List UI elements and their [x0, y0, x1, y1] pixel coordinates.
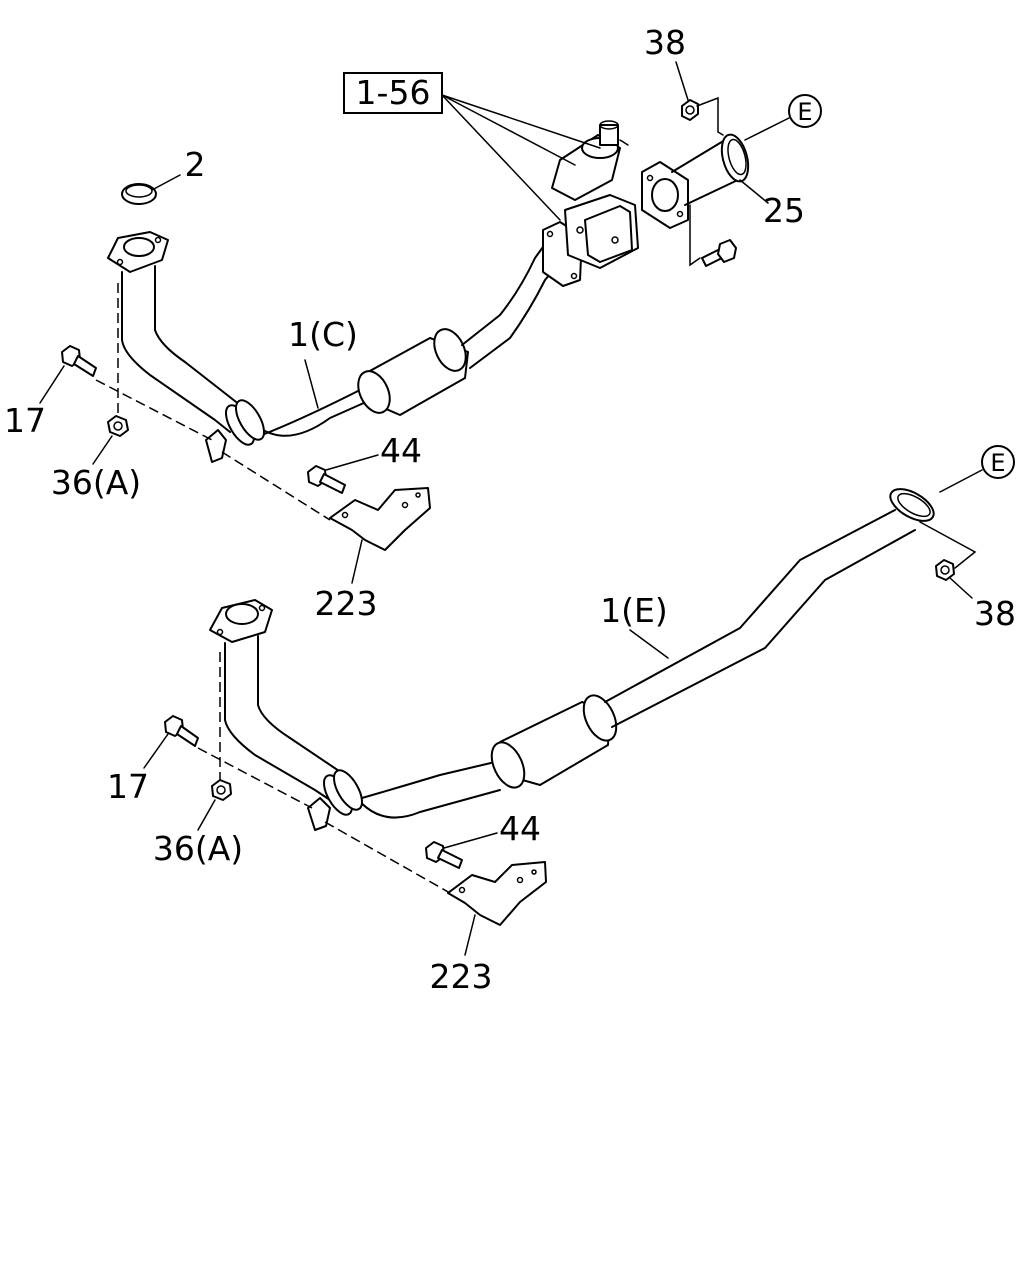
nut-38-right-guide: [919, 521, 977, 569]
leader-2: [151, 174, 181, 191]
nut-38-top: [681, 99, 699, 121]
label-36a-top: 36(A): [51, 463, 141, 502]
lower-inlet-flange: [209, 599, 273, 643]
label-223-bottom: 223: [430, 957, 493, 996]
circle-e-top: [788, 94, 822, 128]
leader-38-top: [675, 61, 689, 101]
bolt-25: [701, 239, 737, 267]
label-2: 2: [185, 145, 206, 184]
square-gasket-flange: [641, 161, 689, 229]
label-17-top: 17: [4, 401, 46, 440]
guide-bottom-3: [324, 821, 451, 894]
gasket-ring-2: [121, 183, 157, 205]
label-25: 25: [763, 191, 805, 230]
bolt-25-guide: [689, 204, 701, 267]
guide-top-2: [95, 379, 213, 441]
circle-e-right-label: E: [990, 449, 1005, 477]
leader-36a-top: [92, 435, 113, 465]
assembly-ref-leaders: [441, 94, 601, 221]
tail-pipe-25: [671, 133, 750, 206]
guide-bottom-2: [197, 747, 313, 809]
bolt-44-bottom: [425, 841, 463, 869]
lower-exhaust-pipe-1e: [224, 488, 935, 819]
leader-1c: [304, 359, 319, 409]
nut-38-right: [935, 559, 955, 581]
label-44-top: 44: [380, 431, 422, 470]
pipe-clamp-bottom: [307, 797, 331, 831]
bracket-223-top: [329, 487, 431, 551]
label-36a-bottom: 36(A): [153, 829, 243, 868]
nut-38-top-guide: [696, 96, 724, 136]
circle-e-right: [981, 445, 1015, 479]
guide-top-3: [221, 451, 331, 521]
label-223-top: 223: [315, 584, 378, 623]
bolt-17-bottom: [164, 715, 199, 747]
leader-44-bottom: [443, 832, 498, 849]
nut-36a-top: [107, 415, 129, 437]
leader-223-top: [351, 539, 363, 584]
bolt-44-top: [307, 465, 346, 494]
circle-e-top-leader: [744, 117, 790, 141]
label-44-bottom: 44: [499, 809, 541, 848]
label-38-right: 38: [974, 594, 1016, 633]
label-1e: 1(E): [600, 591, 668, 630]
assembly-ref-label: 1-56: [356, 73, 431, 112]
nut-36a-bottom: [211, 779, 232, 801]
circle-e-right-leader: [939, 469, 983, 493]
bolt-17-top: [61, 345, 97, 377]
label-1c: 1(C): [288, 315, 358, 354]
pipe-clamp-top: [205, 429, 227, 463]
upper-inlet-flange: [107, 231, 169, 273]
leader-17-bottom: [143, 733, 169, 769]
leader-223-bottom: [464, 914, 476, 956]
upper-exhaust-pipe-1c: [121, 239, 561, 446]
leader-38-right: [949, 577, 973, 599]
leader-1e: [629, 629, 669, 659]
assembly-ref-box: [343, 72, 443, 114]
leader-25: [739, 179, 769, 204]
label-38-top: 38: [644, 23, 686, 62]
bracket-223-bottom: [447, 861, 547, 926]
label-17-bottom: 17: [107, 767, 149, 806]
leader-44-top: [325, 454, 379, 471]
circle-e-top-label: E: [797, 98, 812, 126]
leader-17-top: [39, 365, 65, 404]
leader-36a-bottom: [197, 799, 216, 831]
